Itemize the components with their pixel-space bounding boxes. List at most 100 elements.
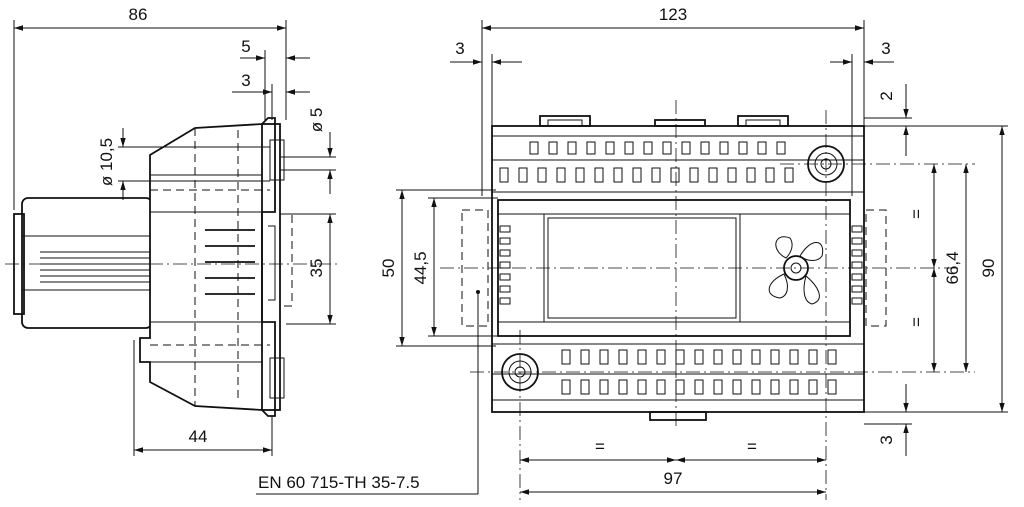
equal-bottom-right: = xyxy=(747,437,757,456)
equal-right-bottom: = xyxy=(907,317,926,327)
side-contact xyxy=(499,249,511,257)
terminal-slot xyxy=(624,141,634,155)
terminal-slot xyxy=(518,167,528,183)
side-contact xyxy=(499,237,511,245)
terminal-slot xyxy=(827,349,837,365)
terminal-slot xyxy=(599,349,609,365)
standard-label: EN 60 715-TH 35-7.5 xyxy=(258,473,420,492)
side-contact xyxy=(851,285,863,293)
top-terminals-row1 xyxy=(529,141,786,155)
dim-dia-5: ø 5 xyxy=(307,108,326,133)
side-terminal-cylinder xyxy=(13,197,153,329)
equal-bottom-left: = xyxy=(595,437,605,456)
dim-3-left: 3 xyxy=(455,39,464,58)
dim-44-5: 44,5 xyxy=(411,251,430,284)
terminal-slot xyxy=(548,141,558,155)
terminal-slot xyxy=(561,349,571,365)
terminal-slot xyxy=(675,379,685,395)
terminal-slot xyxy=(751,379,761,395)
terminal-slot xyxy=(580,349,590,365)
terminal-slot xyxy=(537,167,547,183)
terminal-slot xyxy=(751,349,761,365)
dim-44: 44 xyxy=(189,427,208,446)
bottom-terminals-row2 xyxy=(561,379,837,395)
terminal-slot xyxy=(727,167,737,183)
terminal-slot xyxy=(662,141,672,155)
terminal-slot xyxy=(738,141,748,155)
terminal-slot xyxy=(808,349,818,365)
side-contact xyxy=(499,273,511,281)
terminal-slot xyxy=(529,141,539,155)
dim-3-bottom: 3 xyxy=(877,435,896,444)
terminal-slot xyxy=(757,141,767,155)
terminal-slot xyxy=(784,167,794,183)
terminal-slot xyxy=(567,141,577,155)
terminal-slot xyxy=(561,379,571,395)
terminal-slot xyxy=(556,167,566,183)
dim-97: 97 xyxy=(664,469,683,488)
dim-3-side: 3 xyxy=(241,71,250,90)
terminal-slot xyxy=(580,379,590,395)
dim-90: 90 xyxy=(979,259,998,278)
terminal-slot xyxy=(637,379,647,395)
din-rail-standard-callout: EN 60 715-TH 35-7.5 xyxy=(256,292,479,495)
terminal-slot xyxy=(681,141,691,155)
dim-2-top: 2 xyxy=(877,91,896,100)
side-contact xyxy=(851,249,863,257)
left-side-contacts xyxy=(499,225,511,305)
dim-123: 123 xyxy=(659,5,687,24)
side-contact xyxy=(499,297,511,305)
terminal-slot xyxy=(694,379,704,395)
side-contact xyxy=(499,261,511,269)
side-dimensions: 86 5 3 ø 10,5 ø 5 35 44 xyxy=(13,5,336,456)
terminal-slot xyxy=(694,349,704,365)
terminal-slot xyxy=(575,167,585,183)
terminal-slot xyxy=(746,167,756,183)
terminal-slot xyxy=(643,141,653,155)
terminal-slot xyxy=(765,167,775,183)
terminal-slot xyxy=(656,379,666,395)
front-view xyxy=(440,100,975,500)
dim-66-4: 66,4 xyxy=(943,251,962,284)
terminal-slot xyxy=(651,167,661,183)
terminal-slot xyxy=(776,141,786,155)
terminal-slot xyxy=(719,141,729,155)
terminal-slot xyxy=(605,141,615,155)
dim-35: 35 xyxy=(307,259,326,278)
dim-3-right: 3 xyxy=(881,39,890,58)
terminal-slot xyxy=(632,167,642,183)
terminal-slot xyxy=(499,167,509,183)
terminal-slot xyxy=(599,379,609,395)
terminal-slot xyxy=(789,379,799,395)
terminal-slot xyxy=(770,349,780,365)
terminal-slot xyxy=(637,349,647,365)
terminal-slot xyxy=(689,167,699,183)
terminal-slot xyxy=(789,349,799,365)
side-contact xyxy=(851,273,863,281)
front-dimensions: 123 3 3 2 3 50 44,5 xyxy=(379,5,1008,495)
terminal-slot xyxy=(618,379,628,395)
terminal-slot xyxy=(618,349,628,365)
terminal-slot xyxy=(732,379,742,395)
terminal-slot xyxy=(732,349,742,365)
bottom-terminals-row1 xyxy=(561,349,837,365)
terminal-slot xyxy=(708,167,718,183)
side-contact xyxy=(851,297,863,305)
terminal-slot xyxy=(586,141,596,155)
terminal-slot xyxy=(675,349,685,365)
side-contact xyxy=(851,225,863,233)
dim-50: 50 xyxy=(379,259,398,278)
terminal-slot xyxy=(808,379,818,395)
right-side-contacts xyxy=(851,225,863,305)
side-contact xyxy=(499,285,511,293)
terminal-slot xyxy=(827,379,837,395)
dim-dia-10-5: ø 10,5 xyxy=(97,138,116,186)
terminal-slot xyxy=(713,379,723,395)
terminal-slot xyxy=(670,167,680,183)
side-contact xyxy=(499,225,511,233)
terminal-slot xyxy=(594,167,604,183)
side-view xyxy=(5,117,340,417)
terminal-slot xyxy=(770,379,780,395)
terminal-slot xyxy=(656,349,666,365)
